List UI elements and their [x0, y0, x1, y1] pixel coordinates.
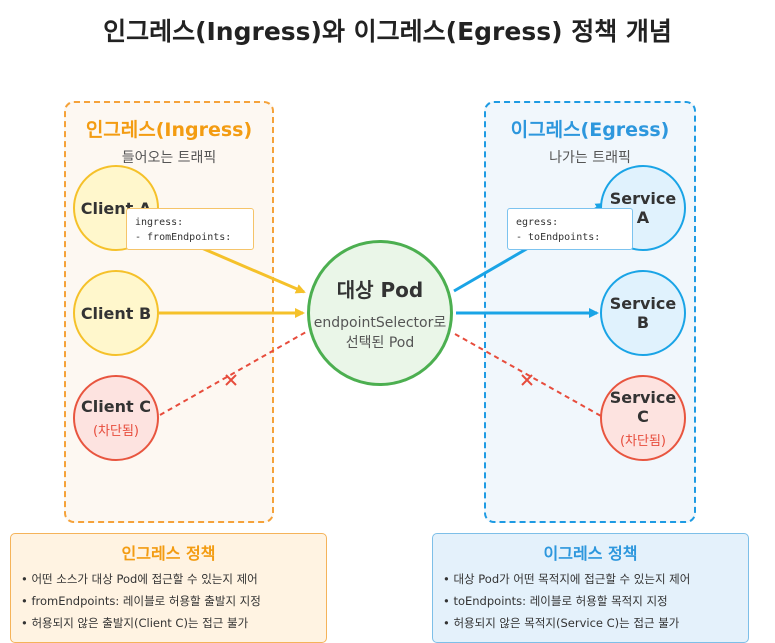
list-item: toEndpoints: 레이블로 허용할 목적지 지정 [443, 590, 748, 612]
list-item: fromEndpoints: 레이블로 허용할 출발지 지정 [21, 590, 326, 612]
ingress-policy-list: 어떤 소스가 대상 Pod에 접근할 수 있는지 제어 fromEndpoint… [11, 568, 326, 634]
diagram-title: 인그레스(Ingress)와 이그레스(Egress) 정책 개념 [103, 17, 672, 46]
ingress-zone-title: 인그레스(Ingress) [85, 119, 253, 141]
ingress-code-snippet: ingress: - fromEndpoints: [126, 208, 254, 250]
pod-name: 대상 Pod [336, 277, 424, 302]
list-item: 허용되지 않은 출발지(Client C)는 접근 불가 [21, 612, 326, 634]
ingress-policy-box: 인그레스 정책 어떤 소스가 대상 Pod에 접근할 수 있는지 제어 from… [10, 533, 327, 643]
client-c-label: Client C [81, 397, 151, 416]
blocked-x-icon-egress [521, 374, 533, 386]
ingress-policy-title: 인그레스 정책 [121, 544, 216, 563]
service-b-label: Service B [609, 294, 677, 332]
client-c-node: Client C (차단됨) [73, 375, 159, 461]
service-c-node: Service C (차단됨) [600, 375, 686, 461]
pod-description: endpointSelector로 선택된 Pod [313, 314, 447, 351]
egress-policy-title: 이그레스 정책 [543, 544, 638, 563]
egress-zone-title: 이그레스(Egress) [510, 119, 670, 141]
client-b-label: Client B [80, 303, 152, 323]
service-c-blocked-label: (차단됨) [619, 433, 667, 449]
arrow-pod-service-c-blocked [454, 333, 602, 417]
list-item: 어떤 소스가 대상 Pod에 접근할 수 있는지 제어 [21, 568, 326, 590]
egress-code-snippet: egress: - toEndpoints: [507, 208, 633, 250]
arrow-client-c-blocked [159, 331, 307, 416]
target-pod-node: 대상 Pod endpointSelector로 선택된 Pod [307, 240, 453, 386]
list-item: 대상 Pod가 어떤 목적지에 접근할 수 있는지 제어 [443, 568, 748, 590]
service-c-label: Service C [609, 387, 677, 426]
client-b-node: Client B [73, 270, 159, 356]
blocked-x-icon-ingress [225, 374, 237, 386]
list-item: 허용되지 않은 목적지(Service C)는 접근 불가 [443, 612, 748, 634]
egress-policy-list: 대상 Pod가 어떤 목적지에 접근할 수 있는지 제어 toEndpoints… [433, 568, 748, 634]
client-c-blocked-label: (차단됨) [92, 424, 140, 439]
service-b-node: Service B [600, 270, 686, 356]
ingress-zone-subtitle: 들어오는 트래픽 [121, 150, 217, 166]
egress-policy-box: 이그레스 정책 대상 Pod가 어떤 목적지에 접근할 수 있는지 제어 toE… [432, 533, 749, 643]
egress-zone-subtitle: 나가는 트래픽 [549, 150, 631, 166]
service-a-label: Service A [609, 189, 677, 227]
